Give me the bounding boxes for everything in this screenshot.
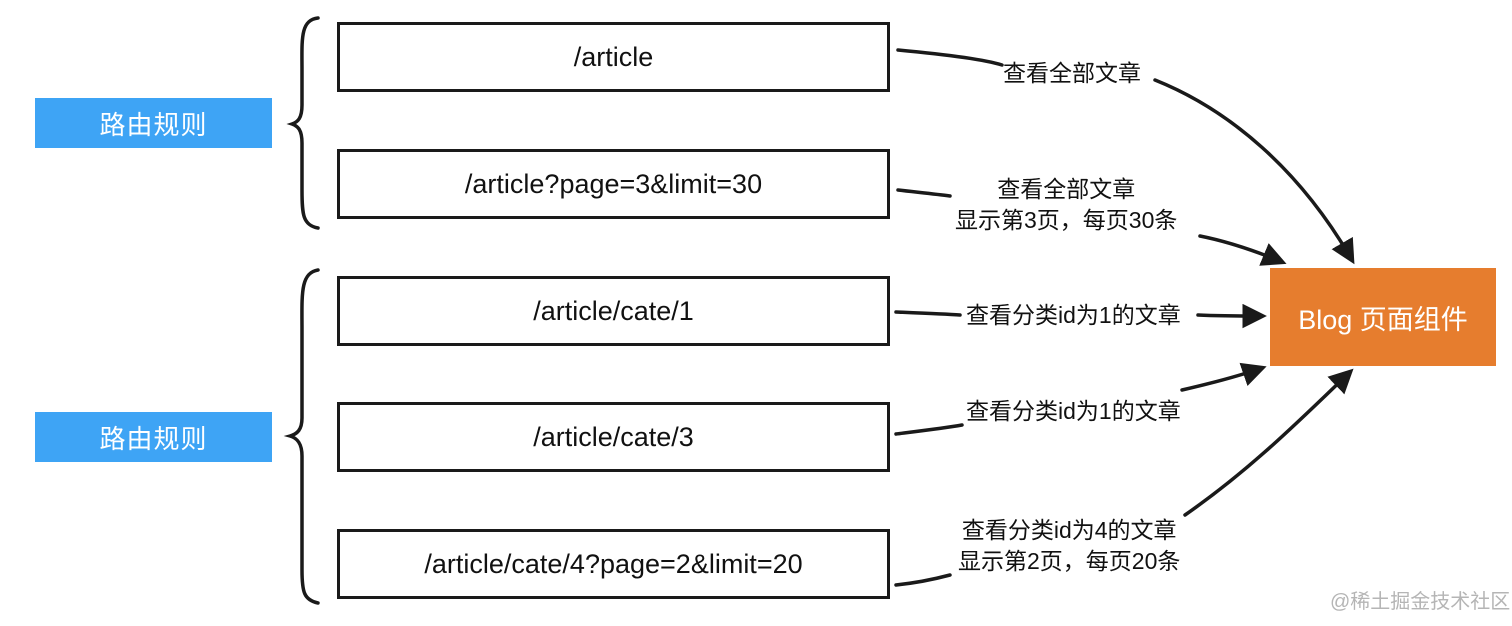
watermark: @稀土掘金技术社区 (1330, 591, 1511, 613)
route-desc-2-line-1: 查看全部文章 (997, 176, 1136, 202)
route-box-cate-3: /article/cate/3 (337, 402, 890, 472)
route-desc-1-line-1: 查看全部文章 (1003, 60, 1141, 86)
connector-route-3 (894, 312, 1262, 316)
connector-route-4 (894, 368, 1262, 436)
route-box-article-paged: /article?page=3&limit=30 (337, 149, 890, 219)
blog-page-component: Blog 页面组件 (1270, 268, 1496, 366)
route-desc-5-line-1: 查看分类id为4的文章 (961, 517, 1177, 543)
group-label-2: 路由规则 (35, 412, 272, 462)
route-desc-5: 查看分类id为4的文章 显示第2页，每页20条 (958, 515, 1180, 577)
route-desc-2-line-2: 显示第3页，每页30条 (955, 207, 1178, 233)
group-label-1: 路由规则 (35, 98, 272, 148)
route-desc-1: 查看全部文章 (1003, 58, 1141, 89)
route-desc-2: 查看全部文章 显示第3页，每页30条 (955, 174, 1177, 236)
connector-route-5 (894, 372, 1350, 587)
route-box-article: /article (337, 22, 890, 92)
route-box-cate-4-paged: /article/cate/4?page=2&limit=20 (337, 529, 890, 599)
connector-route-2 (896, 188, 1282, 262)
route-desc-4-line-1: 查看分类id为1的文章 (966, 398, 1181, 424)
connector-route-1 (896, 48, 1352, 260)
route-desc-3: 查看分类id为1的文章 (966, 300, 1181, 331)
route-box-cate-1: /article/cate/1 (337, 276, 890, 346)
brace-group-2 (283, 268, 320, 605)
brace-group-1 (286, 16, 320, 230)
route-desc-3-line-1: 查看分类id为1的文章 (966, 302, 1181, 328)
route-desc-4: 查看分类id为1的文章 (966, 396, 1181, 427)
route-desc-5-line-2: 显示第2页，每页20条 (958, 548, 1181, 574)
